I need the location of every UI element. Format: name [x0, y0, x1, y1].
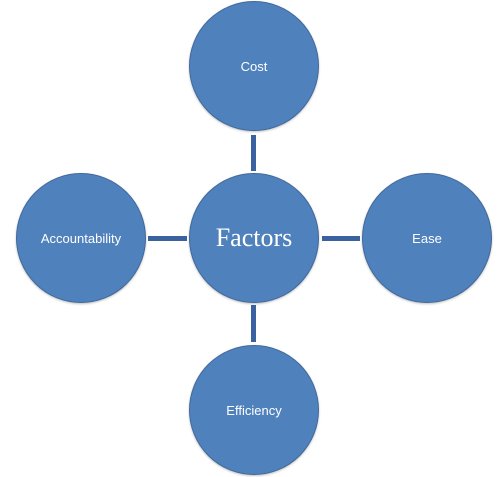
node-label-efficiency: Efficiency — [226, 402, 282, 418]
node-ease: Ease — [362, 173, 492, 303]
center-label: Factors — [215, 223, 293, 252]
connector-right — [322, 236, 360, 241]
connector-top — [251, 135, 256, 171]
node-label-cost: Cost — [240, 58, 268, 74]
node-label-ease: Ease — [412, 230, 442, 246]
connector-left — [148, 236, 187, 241]
node-center-factors: Factors — [189, 173, 319, 303]
connector-bottom — [251, 305, 256, 342]
node-cost: Cost — [189, 1, 319, 131]
node-accountability: Accountability — [16, 173, 146, 303]
node-label-accountability: Accountability — [40, 230, 122, 246]
node-efficiency: Efficiency — [189, 345, 319, 475]
